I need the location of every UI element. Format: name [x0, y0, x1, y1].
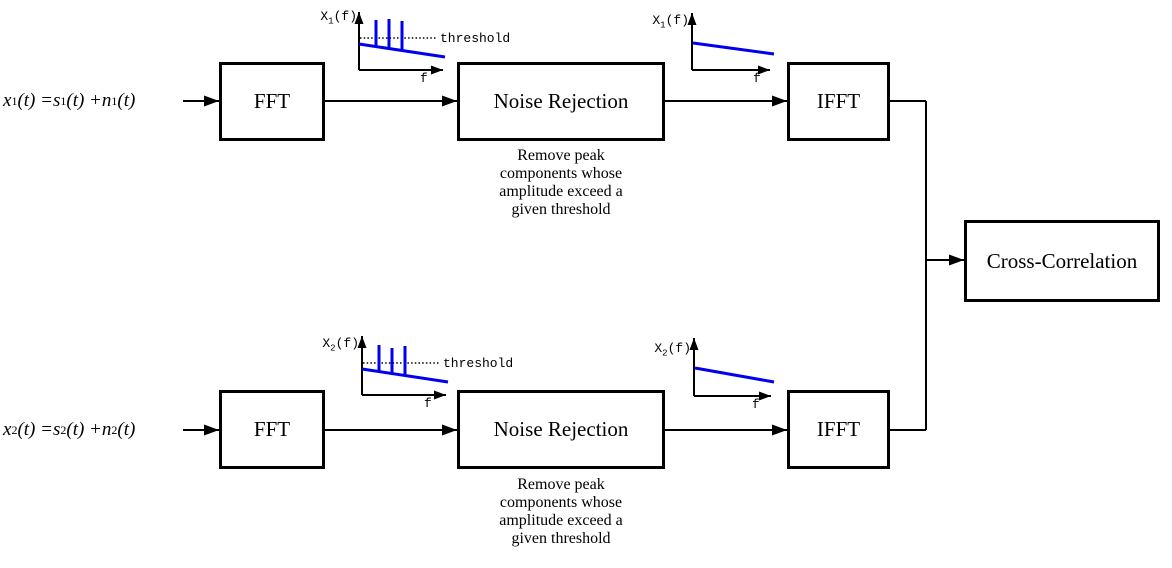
- plot-ylabel-noisy-1: X1(f): [320, 9, 357, 27]
- noise-rejection-caption-2: Remove peak components whose amplitude e…: [451, 476, 671, 548]
- caption-line: components whose: [499, 494, 623, 511]
- spectrum-plot-noisy-2: [357, 336, 449, 400]
- plot-xlabel-noisy-2: f: [424, 396, 432, 411]
- cross-correlation-box: Cross-Correlation: [964, 220, 1160, 302]
- fft-box-2: FFT: [219, 390, 325, 469]
- caption-line: given threshold: [511, 201, 611, 218]
- caption-line: amplitude exceed a: [499, 183, 623, 200]
- ifft-label-2: IFFT: [816, 417, 861, 441]
- noise-rejection-label-2: Noise Rejection: [493, 417, 629, 441]
- threshold-label-1: threshold: [440, 31, 511, 46]
- caption-line: Remove peak: [517, 147, 605, 164]
- noise-rejection-label-1: Noise Rejection: [493, 89, 629, 113]
- ifft-box-2: IFFT: [787, 390, 890, 469]
- spectrum-plot-clean-2: [689, 338, 775, 401]
- fft-label-2: FFT: [253, 417, 291, 441]
- plot-xlabel-noisy-1: f: [420, 71, 428, 86]
- cross-correlation-label: Cross-Correlation: [986, 248, 1138, 273]
- caption-line: given threshold: [511, 530, 611, 547]
- caption-line: Remove peak: [517, 476, 605, 493]
- plot-ylabel-clean-2: X2(f): [654, 341, 691, 359]
- plot-ylabel-clean-1: X1(f): [652, 13, 689, 31]
- noise-rejection-box-2: Noise Rejection: [457, 390, 665, 469]
- plot-xlabel-clean-1: f: [753, 71, 761, 86]
- ifft-label-1: IFFT: [816, 89, 861, 113]
- plot-xlabel-clean-2: f: [752, 397, 760, 412]
- spectrum-plot-clean-1: [687, 13, 775, 75]
- fft-label-1: FFT: [253, 89, 291, 113]
- noise-rejection-box-1: Noise Rejection: [457, 62, 665, 141]
- fft-box-1: FFT: [219, 62, 325, 141]
- caption-line: amplitude exceed a: [499, 512, 623, 529]
- ifft-box-1: IFFT: [787, 62, 890, 141]
- spectrum-plot-noisy-1: [354, 12, 446, 75]
- noise-rejection-caption-1: Remove peak components whose amplitude e…: [451, 147, 671, 219]
- plot-ylabel-noisy-2: X2(f): [322, 336, 359, 354]
- caption-line: components whose: [499, 165, 623, 182]
- threshold-label-2: threshold: [443, 356, 514, 371]
